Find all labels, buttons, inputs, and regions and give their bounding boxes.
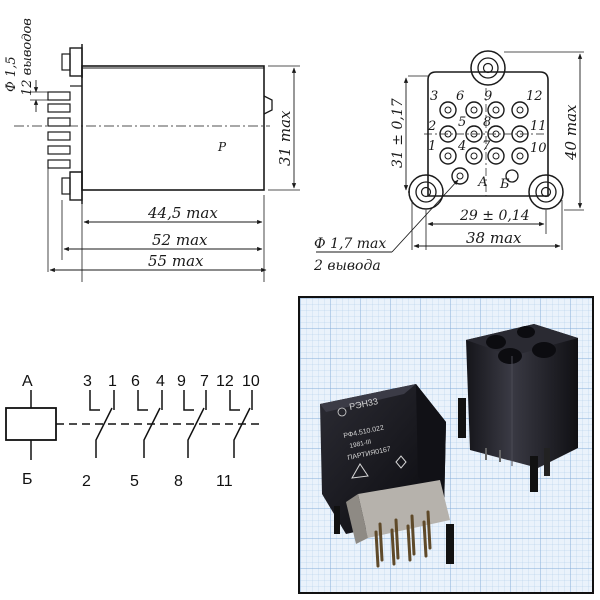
pin-label: 1 bbox=[428, 139, 436, 154]
pin-label: 9 bbox=[484, 89, 492, 104]
pin-label-top: 12 bbox=[216, 373, 234, 390]
end-extension-lines bbox=[408, 51, 584, 250]
pin-label-bottom: 5 bbox=[130, 473, 139, 490]
relay-pins bbox=[374, 510, 432, 568]
end-view-outline bbox=[427, 71, 549, 197]
pin-number-labels: 3 6 9 12 2 5 8 11 1 4 7 10 А Б bbox=[427, 89, 547, 192]
pin-label-a: А bbox=[477, 175, 488, 190]
pin-grid bbox=[439, 101, 529, 185]
body-mark-text: P bbox=[217, 140, 227, 154]
photo-triangle-mark-icon bbox=[351, 463, 369, 479]
pin-label-bottom: 11 bbox=[216, 473, 233, 490]
contact-schematic: А Б 3 1 6 4 9 7 12 10 2 bbox=[5, 373, 262, 490]
pin-label-top: 3 bbox=[83, 373, 92, 390]
photo-diamond-mark-icon bbox=[395, 455, 407, 469]
dim-text-38: 38 max bbox=[466, 229, 522, 247]
dim-text-31: 31 max bbox=[276, 110, 294, 166]
dim-text-pin-count: 12 выводов bbox=[20, 18, 35, 96]
top-mount-nut bbox=[61, 53, 71, 71]
coil-label-b: Б bbox=[22, 471, 33, 488]
mount-lug-right bbox=[528, 174, 564, 210]
relay-body-outline bbox=[81, 65, 265, 191]
dim-text-31-017: 31 ± 0,17 bbox=[390, 98, 406, 168]
pin-label-bottom: 2 bbox=[82, 473, 91, 490]
mount-lug-left bbox=[408, 174, 444, 210]
side-pins bbox=[47, 85, 82, 173]
pin-label: 5 bbox=[458, 115, 466, 130]
pin-label: 10 bbox=[530, 141, 547, 156]
contact-group-1 bbox=[89, 390, 115, 458]
coil-symbol bbox=[5, 407, 57, 441]
dim-text-40: 40 max bbox=[562, 104, 580, 161]
relay-photo-panel: РЭН33 РФ4.510.022 1981-III ПАРТИЯ0167 bbox=[298, 296, 594, 594]
pin-label-top: 7 bbox=[200, 373, 209, 390]
top-mount-stud bbox=[69, 47, 83, 77]
pin-label: 2 bbox=[427, 119, 436, 134]
pin-label-b: Б bbox=[499, 177, 510, 192]
contact-group-2 bbox=[137, 390, 163, 458]
bottom-mount-stud bbox=[69, 171, 83, 201]
dim-text-29: 29 ± 0,14 bbox=[459, 208, 530, 224]
photo-year-text: 1981-III bbox=[349, 438, 372, 449]
bottom-mount-nut bbox=[61, 177, 71, 195]
contact-group-3 bbox=[183, 390, 207, 458]
dim-text-52: 52 max bbox=[152, 231, 208, 249]
pin-label-top: 9 bbox=[177, 373, 186, 390]
coil-label-a: А bbox=[22, 373, 33, 390]
mount-lug-top bbox=[470, 50, 506, 86]
relay-upright bbox=[458, 324, 578, 492]
pin-label-top: 10 bbox=[242, 373, 260, 390]
end-view-drawing: 3 6 9 12 2 5 8 11 1 4 7 10 А Б bbox=[313, 50, 584, 274]
pin-label: 12 bbox=[526, 89, 543, 104]
contact-group-4 bbox=[229, 390, 253, 458]
dim-text-55: 55 max bbox=[148, 252, 204, 270]
side-view-drawing: 44,5 max 52 max 55 max 31 max Ф 1,5 12 в… bbox=[4, 18, 300, 282]
pin-label: 4 bbox=[457, 139, 466, 154]
pin-label-top: 1 bbox=[108, 373, 117, 390]
pin-label-top: 4 bbox=[156, 373, 165, 390]
dim-text-pin-dia: Ф 1,5 bbox=[4, 56, 19, 92]
body-latch bbox=[263, 95, 273, 115]
pin-label-top: 6 bbox=[131, 373, 140, 390]
pin-label: 6 bbox=[456, 89, 464, 104]
pin-label: 8 bbox=[483, 115, 491, 130]
pin-label-bottom: 8 bbox=[174, 473, 183, 490]
relay-front: РЭН33 РФ4.510.022 1981-III ПАРТИЯ0167 bbox=[320, 384, 454, 568]
leader-mount-dia bbox=[391, 179, 459, 253]
photo-logo-icon bbox=[337, 407, 347, 417]
dim-text-mount-dia: Ф 1,7 max bbox=[314, 236, 386, 252]
relay-photo: РЭН33 РФ4.510.022 1981-III ПАРТИЯ0167 bbox=[300, 298, 592, 592]
pin-label: 7 bbox=[482, 139, 491, 154]
pin-label: 11 bbox=[530, 119, 547, 134]
pin-label: 3 bbox=[430, 89, 438, 104]
dim-text-mount-count: 2 вывода bbox=[313, 258, 381, 274]
side-extension-lines bbox=[30, 65, 300, 282]
dim-text-44-5: 44,5 max bbox=[147, 204, 218, 222]
